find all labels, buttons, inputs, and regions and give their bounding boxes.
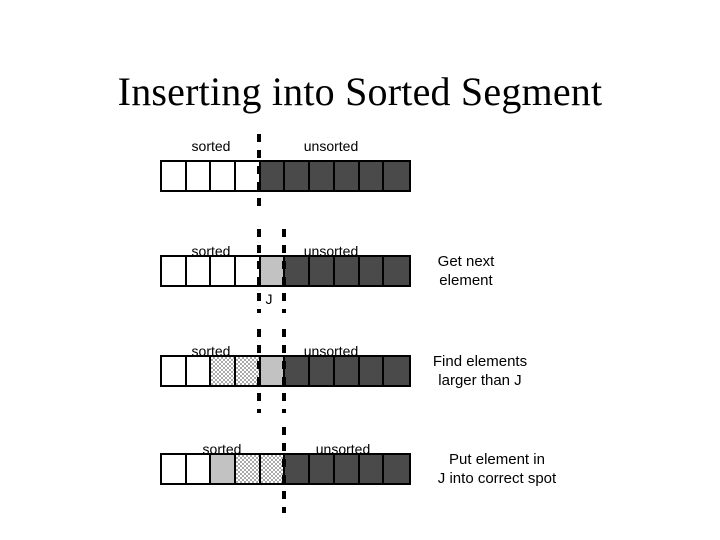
- array-cell-dark: [334, 257, 360, 285]
- step-caption: Find elements larger than J: [432, 353, 528, 389]
- dashed-divider-line: [257, 134, 261, 214]
- sorted-label: sorted: [191, 138, 231, 154]
- array-cell-dark: [310, 162, 335, 190]
- array-cell-dark: [310, 455, 335, 483]
- array-cell-white: [186, 357, 212, 385]
- array-cell-dark: [285, 257, 311, 285]
- array-cell-dark: [285, 455, 311, 483]
- array-cell-dark: [359, 357, 385, 385]
- array-cell-dark: [310, 357, 335, 385]
- array-cell-dark: [359, 455, 385, 483]
- array-cell-dark: [334, 455, 360, 483]
- array-cell-dark: [310, 257, 335, 285]
- array-cell-white: [186, 162, 212, 190]
- array-cell-white: [211, 257, 237, 285]
- array-cell-white: [186, 257, 212, 285]
- array-cell-light: [211, 455, 237, 483]
- array-cell-white: [186, 455, 212, 483]
- array-cell-white: [162, 357, 187, 385]
- j-marker-label: J: [265, 291, 273, 307]
- array-cell-white: [162, 162, 187, 190]
- dashed-divider-line: [282, 229, 286, 313]
- array-cell-dark: [384, 257, 409, 285]
- array-cell-dark: [260, 162, 286, 190]
- dashed-divider-line: [257, 229, 261, 313]
- array-cell-dark: [384, 455, 409, 483]
- array-cell-hatch: [236, 357, 261, 385]
- array-cell-dark: [334, 162, 360, 190]
- array-cell-dark: [334, 357, 360, 385]
- dashed-divider-line: [257, 329, 261, 413]
- array-cell-white: [162, 455, 187, 483]
- dashed-divider-line: [282, 329, 286, 413]
- unsorted-label: unsorted: [303, 138, 359, 154]
- array-cell-dark: [384, 162, 409, 190]
- step-caption: Get next element: [437, 253, 495, 289]
- array-cell-hatch: [236, 455, 261, 483]
- array-cell-white: [162, 257, 187, 285]
- array-cell-dark: [285, 162, 311, 190]
- array-cell-white: [211, 162, 237, 190]
- array-cell-dark: [359, 257, 385, 285]
- array-row: [160, 160, 411, 192]
- array-cell-dark: [384, 357, 409, 385]
- array-cell-hatch: [211, 357, 237, 385]
- array-cell-dark: [285, 357, 311, 385]
- dashed-divider-line: [282, 427, 286, 513]
- page-title: Inserting into Sorted Segment: [117, 69, 603, 114]
- step-caption: Put element in J into correct spot: [437, 451, 557, 487]
- array-cell-dark: [359, 162, 385, 190]
